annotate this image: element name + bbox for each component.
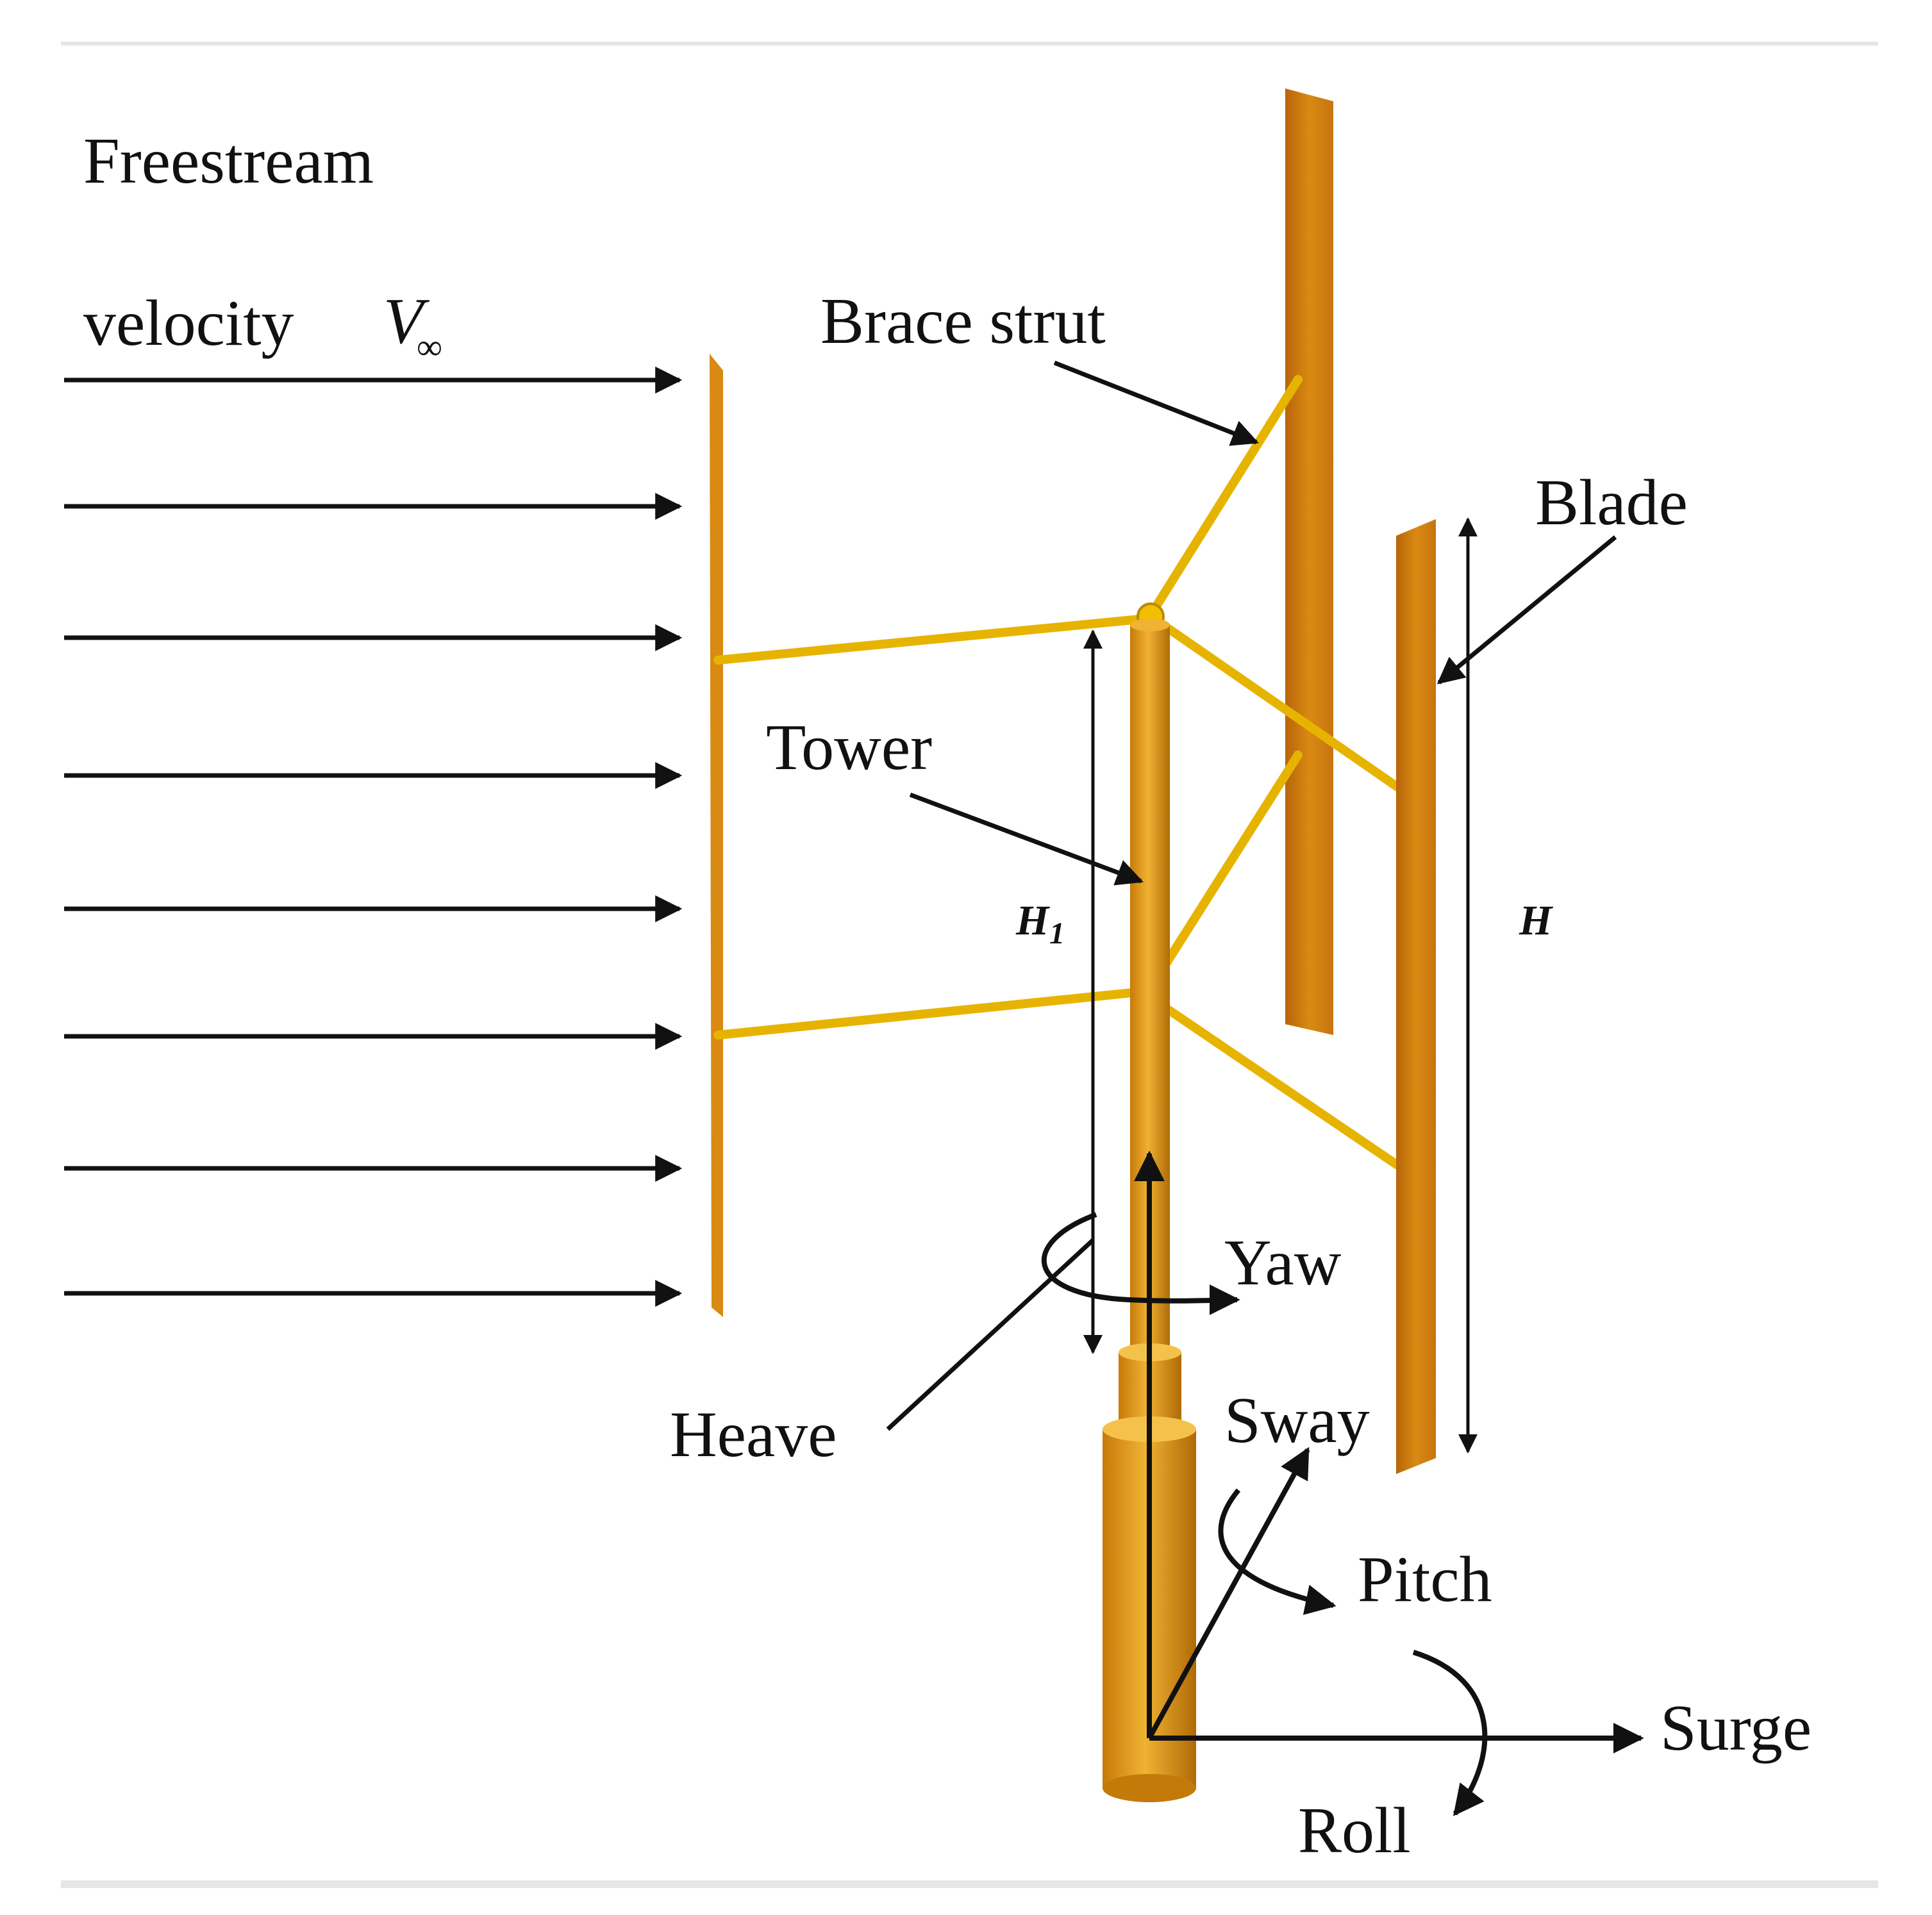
front-blade <box>1396 519 1436 1474</box>
velocity-subscript: ∞ <box>417 327 442 367</box>
pointer-arrows <box>909 360 1617 886</box>
sway-axis <box>1147 1447 1310 1739</box>
tower-base-bottom <box>1103 1774 1196 1802</box>
left-blade <box>710 354 723 1317</box>
sway-label: Sway <box>1224 1384 1370 1457</box>
yaw-label: Yaw <box>1224 1227 1342 1299</box>
back-blade <box>1285 88 1333 1035</box>
velocity-label: velocity <box>83 287 294 360</box>
h1-label: H <box>1015 897 1051 944</box>
struts <box>713 375 1402 1170</box>
lower-strut-left <box>713 988 1142 1040</box>
blade-pointer <box>1437 535 1617 684</box>
velocity-symbol: V <box>383 285 430 358</box>
roll-rotation-arrow <box>1412 1650 1488 1816</box>
tower-top <box>1130 618 1170 631</box>
tower-label: Tower <box>766 711 932 784</box>
motion-axes <box>886 1150 1644 1816</box>
roll-label: Roll <box>1298 1795 1411 1867</box>
freestream-label: Freestream <box>83 125 374 197</box>
upper-strut-right <box>1149 614 1402 792</box>
heave-pointer-line <box>886 1238 1095 1431</box>
freestream-arrows <box>64 367 683 1307</box>
brace-strut-pointer <box>1053 360 1259 446</box>
brace-strut-label: Brace strut <box>820 285 1106 358</box>
yaw-rotation-arrow <box>1041 1212 1240 1316</box>
upper-brace-strut <box>1146 375 1303 620</box>
h-label: H <box>1519 897 1554 944</box>
h1-subscript: 1 <box>1049 916 1065 950</box>
pitch-label: Pitch <box>1358 1543 1492 1616</box>
tower-pointer <box>909 792 1144 886</box>
upper-strut-left <box>713 614 1152 665</box>
lower-strut-right <box>1149 995 1402 1170</box>
pitch-rotation-arrow <box>1218 1488 1337 1615</box>
blade-label: Blade <box>1535 467 1688 539</box>
surge-label: Surge <box>1660 1692 1811 1764</box>
heave-label: Heave <box>670 1398 837 1471</box>
lower-brace-strut <box>1159 750 1303 972</box>
